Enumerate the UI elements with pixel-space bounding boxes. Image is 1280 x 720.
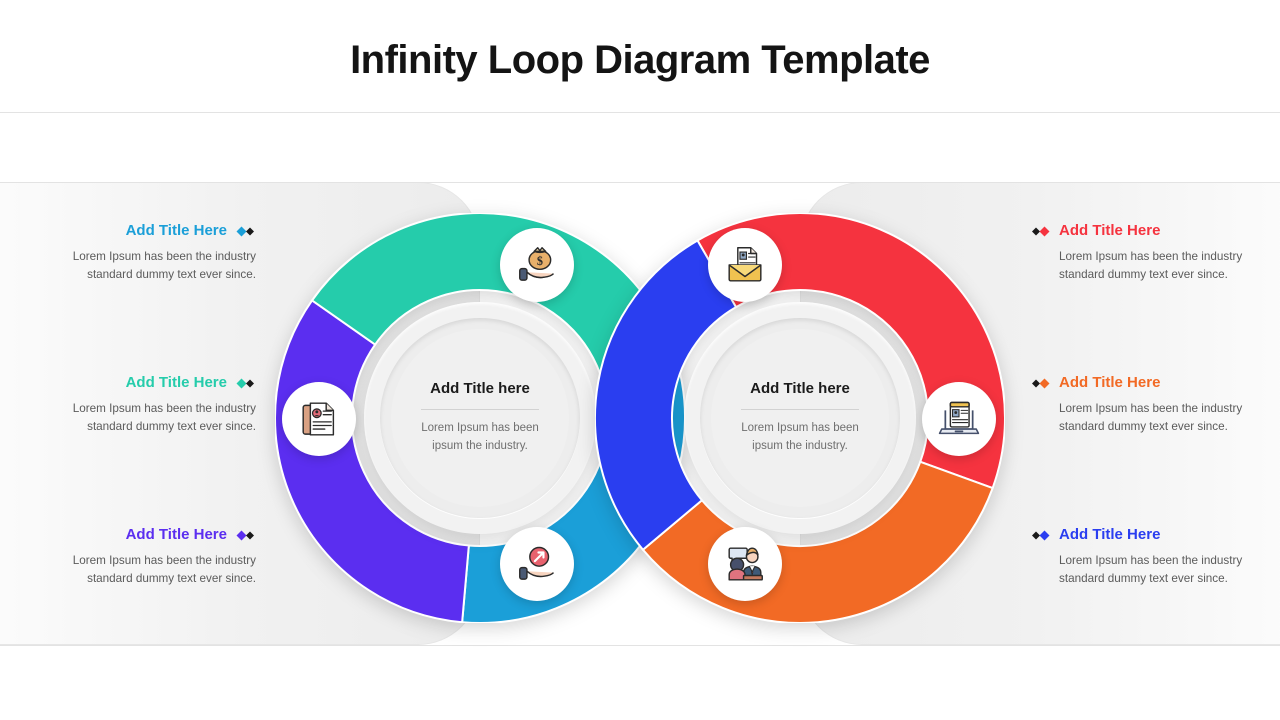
- left-item-1[interactable]: Add Title Here Lorem Ipsum has been the …: [38, 222, 256, 284]
- right-center-title: Add Title here: [750, 380, 850, 398]
- page-title: Infinity Loop Diagram Template: [350, 38, 930, 82]
- right-item-1[interactable]: Add Title Here Lorem Ipsum has been the …: [1030, 222, 1248, 284]
- envelope-resume-icon: [728, 247, 762, 282]
- money-bag-in-hand-icon: $: [519, 247, 555, 281]
- right-item-3[interactable]: Add Title Here Lorem Ipsum has been the …: [1030, 526, 1248, 588]
- diamond-pair-icon: [1032, 226, 1050, 236]
- left-item-2-body: Lorem Ipsum has been the industry standa…: [72, 402, 256, 434]
- badge-growth-arrow-in-hand[interactable]: [500, 527, 574, 601]
- left-item-2-header: Add Title Here: [38, 374, 256, 392]
- left-item-3-body: Lorem Ipsum has been the industry standa…: [72, 554, 256, 586]
- panel-top-rule: [0, 182, 1280, 183]
- diamond-pair-icon: [1032, 530, 1050, 540]
- right-item-2-header: Add Title Here: [1030, 374, 1248, 392]
- right-item-1-body: Lorem Ipsum has been the industry standa…: [1059, 250, 1243, 282]
- laptop-online-resume-icon: [938, 401, 980, 435]
- right-item-3-header: Add Title Here: [1030, 526, 1248, 544]
- left-item-1-body: Lorem Ipsum has been the industry standa…: [72, 250, 256, 282]
- right-item-1-title: Add Title Here: [1059, 222, 1161, 239]
- left-item-2[interactable]: Add Title Here Lorem Ipsum has been the …: [38, 374, 256, 436]
- left-center-divider: [421, 409, 539, 411]
- diamond-pair-icon: [1032, 378, 1050, 388]
- header-divider: [0, 112, 1280, 113]
- right-donut-segment-interview-people[interactable]: [595, 239, 738, 552]
- interview-people-icon: [728, 547, 763, 581]
- right-item-2-title: Add Title Here: [1059, 374, 1161, 391]
- svg-text:$: $: [537, 254, 543, 268]
- right-center-divider: [741, 409, 859, 411]
- diamond-pair-icon: [236, 378, 254, 388]
- right-center-description: Lorem Ipsum has been ipsum the industry.: [741, 422, 859, 452]
- badge-envelope-resume[interactable]: [708, 228, 782, 302]
- badge-laptop-online-resume[interactable]: [922, 382, 996, 456]
- left-center-card[interactable]: Add Title here Lorem Ipsum has been ipsu…: [391, 329, 569, 507]
- growth-arrow-in-hand-icon: [519, 546, 555, 580]
- right-item-1-header: Add Title Here: [1030, 222, 1248, 240]
- right-item-2-body: Lorem Ipsum has been the industry standa…: [1059, 402, 1243, 434]
- left-center-title: Add Title here: [430, 380, 530, 398]
- left-item-1-header: Add Title Here: [38, 222, 256, 240]
- badge-interview-people[interactable]: [708, 527, 782, 601]
- resume-documents-icon: [302, 402, 335, 436]
- left-item-3-title: Add Title Here: [125, 526, 227, 543]
- left-center-description: Lorem Ipsum has been ipsum the industry.: [421, 422, 539, 452]
- panel-bottom-rule: [0, 645, 1280, 646]
- right-center-card[interactable]: Add Title here Lorem Ipsum has been ipsu…: [711, 329, 889, 507]
- right-item-3-title: Add Title Here: [1059, 526, 1161, 543]
- right-item-2[interactable]: Add Title Here Lorem Ipsum has been the …: [1030, 374, 1248, 436]
- left-donut-segment-growth-arrow-in-hand[interactable]: [275, 299, 470, 623]
- badge-money-bag-in-hand[interactable]: $: [500, 228, 574, 302]
- left-item-2-title: Add Title Here: [125, 374, 227, 391]
- badge-resume-documents[interactable]: [282, 382, 356, 456]
- right-item-3-body: Lorem Ipsum has been the industry standa…: [1059, 554, 1243, 586]
- left-item-1-title: Add Title Here: [125, 222, 227, 239]
- left-item-3-header: Add Title Here: [38, 526, 256, 544]
- left-item-3[interactable]: Add Title Here Lorem Ipsum has been the …: [38, 526, 256, 588]
- diamond-pair-icon: [236, 530, 254, 540]
- diamond-pair-icon: [236, 226, 254, 236]
